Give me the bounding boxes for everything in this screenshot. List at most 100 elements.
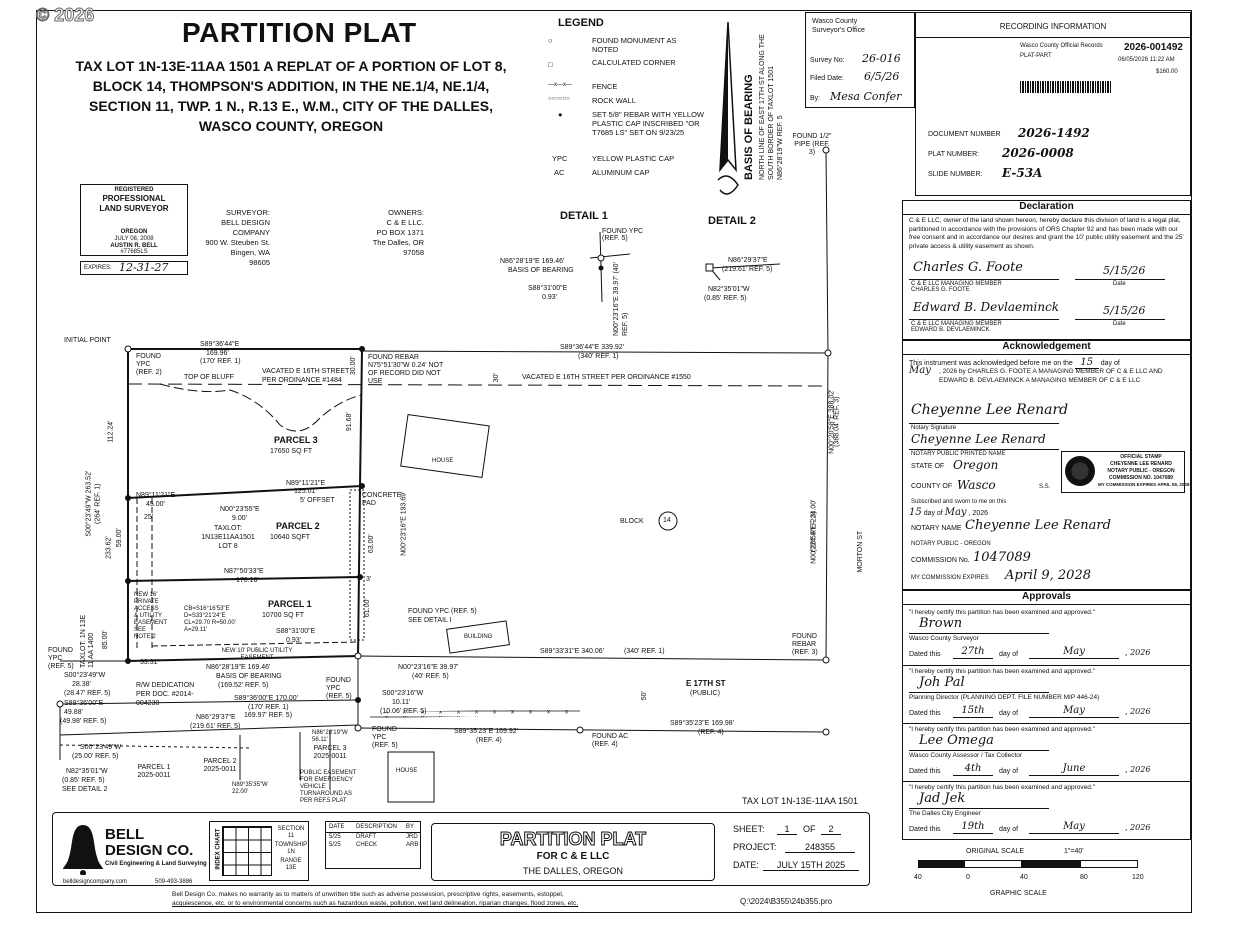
legend-found-monument-icon: ○ bbox=[548, 36, 553, 45]
notary-public-oregon: NOTARY PUBLIC - OREGON bbox=[911, 541, 991, 547]
found-ypc-ref2: FOUND YPC (REF. 2) bbox=[136, 353, 162, 376]
approval-item: "I hereby certify this partition has bee… bbox=[903, 607, 1190, 665]
offset-5: 5' OFFSET bbox=[300, 497, 335, 504]
top-ref: (170' REF. 1) bbox=[200, 358, 241, 365]
approval-role: The Dalles City Engineer bbox=[909, 810, 981, 817]
expires-date: 12-31-27 bbox=[119, 261, 169, 274]
s89-36-00-170: S89°36'00"E 170.00' bbox=[234, 695, 299, 702]
barcode-icon bbox=[1020, 81, 1112, 93]
rev-desc: DRAFT bbox=[356, 834, 376, 840]
sheet-label: SHEET: bbox=[733, 824, 765, 834]
subscribed-line: Subscribed and sworn to me on this bbox=[911, 499, 1007, 505]
dist-45: 45.00' bbox=[146, 501, 165, 508]
right-224-ref: (224' REF. 3) bbox=[810, 511, 818, 552]
surveyor-line: BELL DESIGN COMPANY bbox=[221, 218, 270, 237]
sub-day: 15 bbox=[909, 507, 922, 518]
ref-25: (25.00' REF. 5) bbox=[72, 753, 119, 760]
new-public-easement: NEW 10' PUBLIC UTILITY EASEMENT bbox=[221, 648, 293, 661]
section-grid-icon bbox=[222, 826, 272, 876]
thirty-feet: 30' bbox=[492, 373, 500, 383]
approval-day: 15th bbox=[953, 705, 993, 718]
house-2-label: HOUSE bbox=[396, 768, 418, 774]
watermark: © 2026 bbox=[35, 5, 95, 25]
declaration-title: Declaration bbox=[903, 201, 1190, 215]
n87-50-33: N87°50'33"E bbox=[224, 568, 264, 575]
commission-label: COMMISSION No. bbox=[911, 557, 970, 564]
building-label: BUILDING bbox=[464, 634, 493, 640]
surveyor-office-header: Wasco County Surveyor's Office bbox=[812, 18, 865, 34]
n86-28-19: N86°28'19"E 169.46' bbox=[206, 664, 271, 671]
signature-1: Charles G. Foote bbox=[913, 260, 1024, 275]
ref-169-52: (169.52' REF. 5) bbox=[218, 682, 269, 689]
notary-label: NOTARY NAME bbox=[911, 525, 962, 532]
dist-33-31: 33.31' bbox=[140, 659, 159, 666]
approval-month: May bbox=[1029, 646, 1119, 659]
scale-bar bbox=[918, 860, 1138, 868]
n86-28-19-56: N86°28'19"W 56.11' bbox=[312, 730, 348, 743]
detail-1-093: 0.93' bbox=[542, 294, 557, 301]
plat-title-cell-for: FOR C & E LLC bbox=[536, 851, 610, 862]
by-name: Mesa Confer bbox=[830, 90, 902, 103]
approval-day: 19th bbox=[953, 821, 993, 834]
detail-2-n82: N82°35'01"W bbox=[708, 286, 750, 293]
taxlot-1400: TAXLOT: 1N 13E 11 AA 1400 bbox=[80, 614, 95, 668]
notary-stamp: OFFICIAL STAMP CHEYENNE LEE RENARD NOTAR… bbox=[1061, 451, 1189, 493]
recording-box: RECORDING INFORMATION Wasco County Offic… bbox=[915, 12, 1191, 196]
morton-st: MORTON ST bbox=[857, 530, 865, 573]
taxlot-bottom: TAX LOT 1N-13E-11AA 1501 bbox=[742, 796, 859, 806]
surveyor-line: Bingen, WA bbox=[230, 248, 270, 257]
township-label: TOWNSHIP bbox=[274, 842, 308, 848]
commission-expires-label: MY COMMISSION EXPIRES bbox=[911, 575, 989, 581]
parcel-2-label: PARCEL 2 bbox=[276, 521, 320, 531]
top-distance: 169.96' bbox=[206, 350, 229, 357]
s00-23-49-25: S00°23'49"W bbox=[80, 744, 122, 751]
parcel-1-2025: PARCEL 1 2025-0011 bbox=[137, 764, 171, 779]
record-number: 2026-001492 bbox=[1124, 42, 1183, 53]
notary-stamp-line: COMMISSION NO. 1047089 bbox=[1109, 475, 1173, 481]
concrete-pad: CONCRETE PAD bbox=[362, 492, 402, 507]
title-line: TAX LOT 1N-13E-11AA 1501 A REPLAT OF A P… bbox=[75, 58, 507, 74]
company-name: BELL DESIGN CO. bbox=[105, 826, 194, 859]
s88-31-00: S88°31'00"E bbox=[276, 628, 316, 635]
detail-1-found: FOUND YPC (REF. 5) bbox=[602, 228, 644, 243]
block-number: 14 bbox=[663, 517, 671, 524]
role-1: C & E LLC MANAGING MEMBER bbox=[911, 281, 1002, 287]
plat-title-cell-city: THE DALLES, OREGON bbox=[522, 866, 624, 876]
approval-dated-label: Dated this bbox=[909, 651, 941, 658]
approval-dated-label: Dated this bbox=[909, 710, 941, 717]
company-phone: 509-493-3886 bbox=[155, 879, 193, 885]
document-number-label: DOCUMENT NUMBER bbox=[928, 131, 1001, 138]
bell-logo-icon bbox=[63, 825, 103, 875]
ref4-right: (REF. 4) bbox=[698, 729, 724, 736]
approval-role: Planning Director (PLANNING DEPT. FILE N… bbox=[909, 694, 1100, 701]
index-chart-label: INDEX CHART bbox=[215, 828, 222, 870]
left-112: 112.24' bbox=[107, 420, 115, 443]
commission-number: 1047089 bbox=[973, 550, 1031, 565]
township-number: 1N bbox=[287, 849, 295, 855]
ref-170: (170' REF. 1) bbox=[248, 704, 289, 711]
approval-signature: Jad Jek bbox=[919, 791, 966, 806]
company-logo: BELL DESIGN CO. Civil Engineering & Land… bbox=[59, 821, 207, 885]
ack-month: May bbox=[909, 365, 931, 376]
notary-stamp-line: OFFICIAL STAMP bbox=[1120, 454, 1162, 460]
parcel-2-area: 10640 SQFT bbox=[270, 534, 311, 541]
surveyor-info: SURVEYOR: BELL DESIGN COMPANY 900 W. Ste… bbox=[196, 208, 270, 268]
n89-11-21-right: N89°11'21"E bbox=[286, 480, 326, 487]
rev-by: ARB bbox=[406, 842, 419, 848]
owners-line: The Dalles, OR bbox=[372, 238, 424, 247]
detail-2-085: (0.85' REF. 5) bbox=[704, 295, 747, 302]
declaration-box: Declaration C & E LLC, owner of the land… bbox=[902, 200, 1191, 340]
found-pipe: FOUND 1/2" PIPE (REF. 3) bbox=[792, 133, 832, 156]
approval-year: , 2026 bbox=[1125, 765, 1151, 774]
taxlot-note: TAXLOT: 1N13E11AA1501 LOT 8 bbox=[201, 525, 255, 550]
ref-28-47: (28.47' REF. 5) bbox=[64, 690, 111, 697]
sub-year: , 2026 bbox=[968, 510, 988, 517]
top-bearing: S89°36'44"E bbox=[200, 341, 240, 348]
dist-91-68: 91.68' bbox=[345, 412, 353, 432]
legend-item: ROCK WALL bbox=[592, 96, 636, 105]
graphic-scale-label: GRAPHIC SCALE bbox=[990, 890, 1047, 897]
rev-header-by: BY bbox=[406, 824, 415, 830]
ref4-left: (REF. 4) bbox=[476, 737, 502, 744]
survey-no-label: Survey No: bbox=[810, 57, 845, 64]
